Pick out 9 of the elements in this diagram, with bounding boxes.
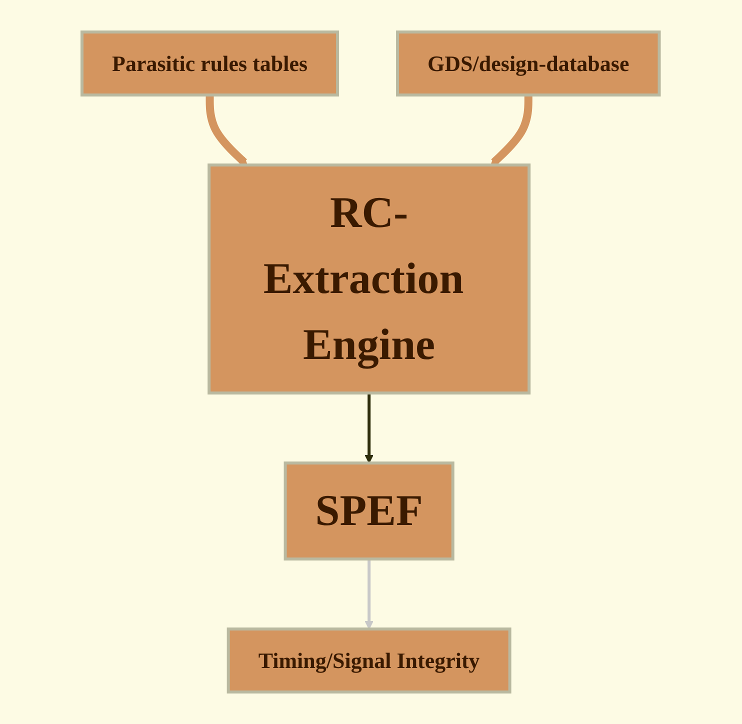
node-box: SPEF bbox=[284, 462, 455, 560]
arrow bbox=[365, 393, 374, 464]
arrow bbox=[206, 95, 248, 166]
arrow bbox=[490, 95, 533, 166]
node-box: Parasitic rules tables bbox=[80, 30, 340, 96]
node-box: GDS/design-database bbox=[396, 30, 662, 96]
arrow bbox=[365, 559, 374, 630]
node-box: RC-Extraction Engine bbox=[208, 164, 531, 394]
node-box: Timing/Signal Integrity bbox=[227, 628, 512, 694]
